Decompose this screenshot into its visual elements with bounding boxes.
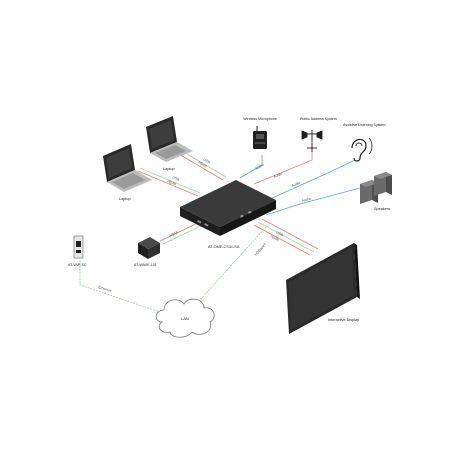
wall-plate-label: AT-VAP-SC <box>68 263 87 267</box>
cable-label-hdbaset: HDBaseT <box>254 242 268 257</box>
cable-label-ethernet: Ethernet <box>98 285 112 293</box>
cable-laptop-left-hdmi <box>137 170 199 197</box>
cable-label-usb: USB <box>203 157 212 164</box>
cable-label-hdmi: HDMI <box>169 230 179 238</box>
interactive-display <box>286 243 360 334</box>
cable-laptop-left-usb <box>139 167 201 194</box>
pa-system-tower <box>301 130 323 152</box>
laptop-left <box>103 144 152 192</box>
lan-cloud <box>155 298 215 338</box>
cable-speakers-audio <box>265 187 361 216</box>
cable-assistive-audio <box>269 159 356 200</box>
wall-plate <box>73 235 84 259</box>
laptop-right-label: Laptop <box>163 167 175 171</box>
cable-lan-ethernet <box>199 226 267 301</box>
cable-pa-audio <box>253 150 313 185</box>
ear-icon <box>351 137 373 162</box>
cable-wireless-hdmi <box>159 221 201 242</box>
switcher-label: AT-OME-CS31-SA <box>208 245 240 249</box>
speakers-label: Speakers <box>374 207 390 211</box>
switcher-device <box>180 180 276 236</box>
cable-label-usb: USB <box>276 230 285 237</box>
cable-laptop-right-hdmi <box>176 152 224 181</box>
pa-system-label: Public Address System <box>300 117 337 121</box>
cable-label-audio: Audio <box>301 197 311 203</box>
cable-label-audio: Audio <box>291 181 301 188</box>
laptop-right <box>146 116 193 162</box>
laptop-left-label: Laptop <box>119 197 131 201</box>
cable-wireless-usb <box>162 224 204 245</box>
cable-display-hdbaset <box>261 218 319 250</box>
cable-layer <box>79 149 361 313</box>
cable-label-hdmi: HDMI <box>167 179 177 186</box>
cable-label-usb: USB <box>172 175 181 182</box>
microphone-label-text: Wireless Microphone <box>243 117 277 121</box>
cable-mic-audio <box>239 155 263 179</box>
cable-label-hdmi: HDMI <box>270 234 280 242</box>
wireless-label: AT-WAVE-101 <box>134 263 157 267</box>
speaker-right <box>374 172 392 196</box>
wireless-presentation-box <box>138 237 160 259</box>
cable-laptop-right-usb <box>179 149 227 178</box>
cable-display-usb <box>257 221 315 253</box>
cable-wallplate-ethernet <box>79 260 161 313</box>
display-label: Interactive Display <box>328 318 359 322</box>
cable-label-hdmi: HDMI <box>198 160 208 168</box>
cable-label-audio: Audio <box>273 172 283 179</box>
lan-label: LAN <box>181 316 189 321</box>
cable-labels: HDMI USB HDMI USB Audio Audio Audio Audi… <box>98 157 311 293</box>
microphone-transmitter <box>253 126 267 149</box>
cable-label-audio: Audio <box>255 163 265 171</box>
microphone-label: Wireless Microphone <box>243 117 277 121</box>
assistive-label: Assistive Listening System <box>343 123 386 127</box>
